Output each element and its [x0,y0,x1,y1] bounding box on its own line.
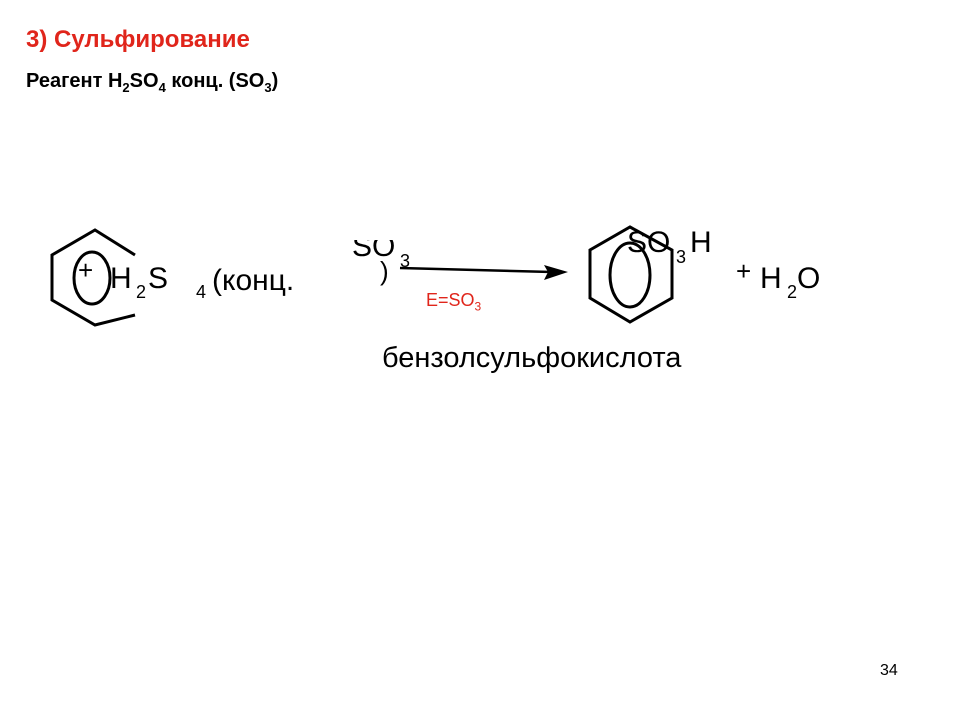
reagent-tail: конц. (SO [165,70,265,92]
slide-title: 3) Сульфирование [26,26,250,53]
reagent-line: Реагент H2SO4 конц. (SO3) [26,70,278,95]
reactant-h-sub: 2 [136,282,147,302]
catalyst-sub: 3 [474,299,482,314]
page-number: 34 [880,662,898,679]
reactant-s: S [148,262,173,296]
catalyst-text: E=SO [426,290,475,310]
water-o: O [797,262,819,295]
reactant-s-sub: 4 [196,282,207,302]
reagent-end: ) [271,70,279,92]
water-h-sub: 2 [787,282,798,302]
catalyst-label: E=SO3 [426,290,481,314]
reaction-arrow [399,265,568,280]
reagent-paren: ) [380,256,389,286]
product-name: бензолсульфокислота [382,342,682,374]
product-h: H [690,226,712,259]
product-so: SO [627,226,671,259]
reactant-konc: (конц. [212,264,295,297]
reagent-mid: SO [129,70,159,92]
product-so-sub: 3 [676,247,687,267]
reagent-prefix: Реагент H [26,70,123,92]
water-h: H [760,262,782,295]
reagent-so-sub: 3 [400,251,411,271]
so3-clip: SO [352,240,396,260]
reagent-sub-3: 3 [264,80,272,95]
reactant-h: H [110,262,132,295]
water-o-clip: O [797,258,819,298]
plus-sign-2: + [736,256,752,286]
benzene-ring-product [588,225,674,324]
reagent-sub-1: 2 [122,80,130,95]
reagent-sub-2: 4 [158,80,166,95]
plus-sign-1: + [78,255,94,285]
benzene-ring-reactant [50,228,136,327]
reagent-so: SO [352,240,396,260]
